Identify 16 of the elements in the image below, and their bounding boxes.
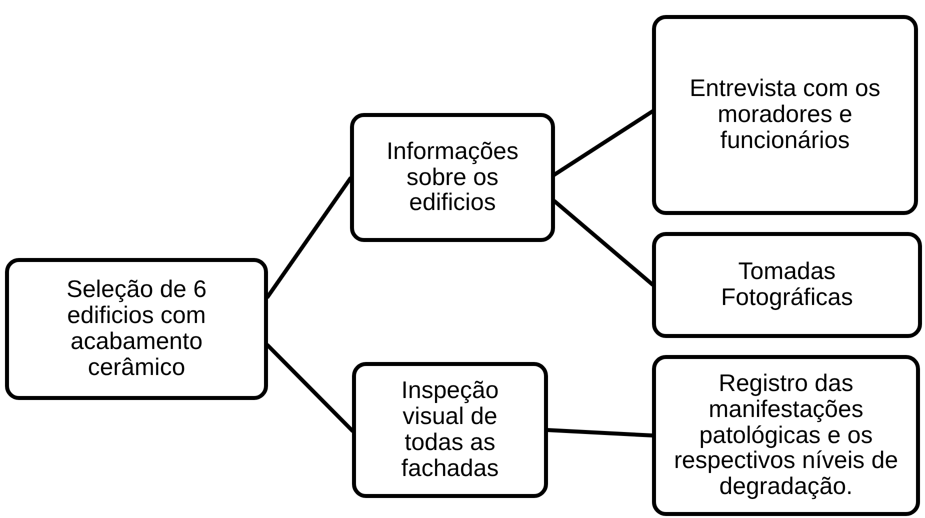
process-box [350, 113, 555, 242]
process-box [5, 258, 268, 400]
box-text: Registro das manifestações patológicas e os respectivos níveis de degradação. [672, 370, 900, 500]
box-text: Tomadas Fotográficas [720, 259, 854, 311]
process-box [652, 355, 920, 516]
box-text: Seleção de 6 edificios com acabamento cerâmico [65, 277, 208, 381]
process-box [352, 362, 548, 498]
box-text: Entrevista com os moradores e funcionários [688, 76, 882, 154]
process-box [652, 232, 922, 338]
connector-line [546, 428, 654, 438]
connector-line [552, 109, 654, 177]
connector-line [552, 199, 654, 287]
process-box [652, 15, 918, 215]
box-text: Informações sobre os edificios [385, 138, 520, 216]
box-text: Inspeção visual de todas as fachadas [400, 378, 500, 482]
connector-line [266, 343, 354, 433]
